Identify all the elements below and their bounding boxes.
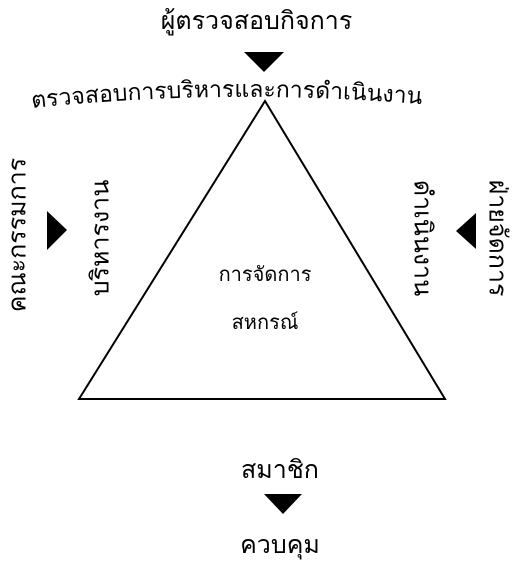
triangle-outline <box>79 101 445 399</box>
arrow-bottom <box>264 494 302 514</box>
right-actor-label: ฝ่ายจัดการ <box>486 180 511 297</box>
arrow-left <box>47 211 67 250</box>
arrow-right <box>456 213 476 249</box>
bottom-actor-label: สมาชิก <box>0 457 513 482</box>
center-label-line2: สหกรณ์ <box>150 312 380 332</box>
left-role-label: บริหารงาน <box>88 180 113 297</box>
left-actor-label: คณะกรรมการ <box>5 158 30 312</box>
bottom-role-label: ควบคุม <box>0 532 513 557</box>
center-label-line1: การจัดการ <box>150 264 380 284</box>
top-actor-label: ผู้ตรวจสอบกิจการ <box>0 8 513 33</box>
right-role-label: ดำเนินงาน <box>411 180 436 296</box>
top-role-arc-text: ตรวจสอบการบริหารและการดำเนินงาน <box>30 77 424 114</box>
arrow-top <box>244 52 284 72</box>
